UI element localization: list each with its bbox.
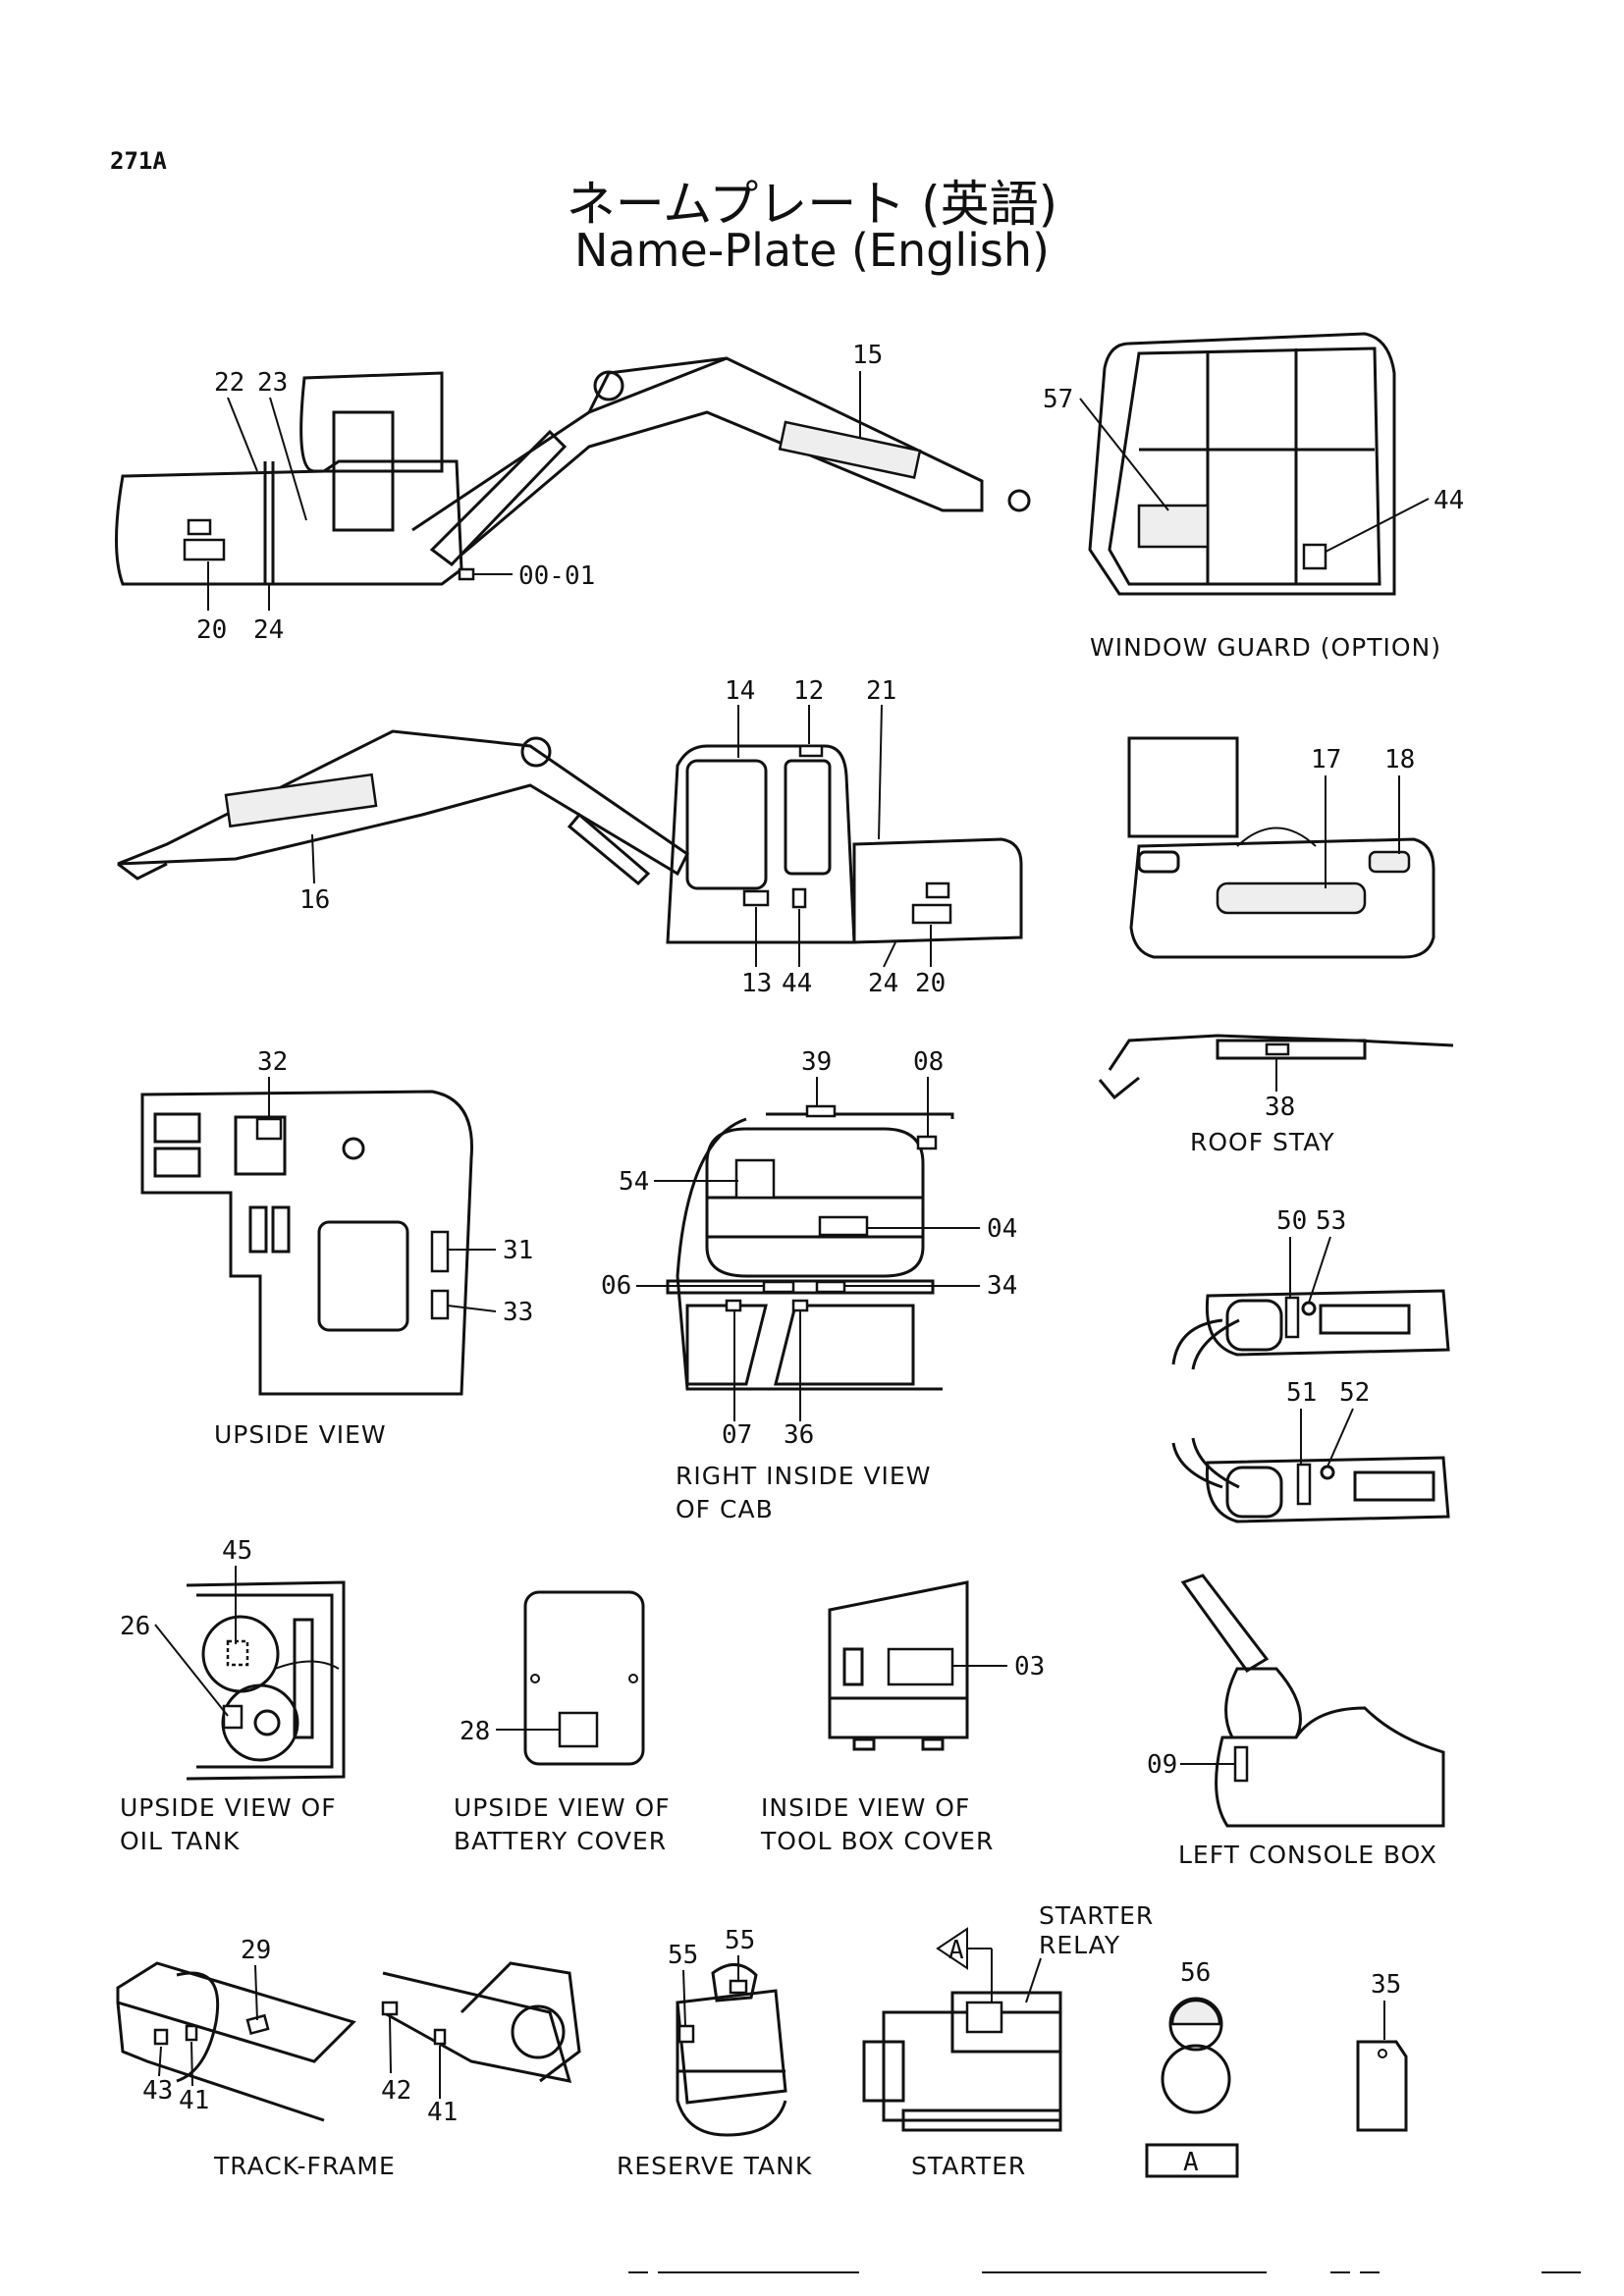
caption-starter: STARTER — [911, 2152, 1026, 2180]
callout-03: 03 — [1014, 1652, 1045, 1682]
callout-38: 38 — [1265, 1093, 1295, 1122]
callout-21: 21 — [866, 676, 896, 706]
callout-36: 36 — [784, 1420, 814, 1450]
callout-20-top: 20 — [196, 615, 227, 645]
callout-53: 53 — [1316, 1206, 1346, 1236]
callout-17: 17 — [1311, 745, 1341, 774]
callout-42: 42 — [381, 2076, 411, 2106]
callout-50: 50 — [1276, 1206, 1307, 1236]
window-guard-view: 57 44 WINDOW GUARD (OPTION) — [1043, 332, 1464, 662]
caption-oil-tank-1: UPSIDE VIEW OF — [120, 1793, 337, 1822]
callout-04: 04 — [987, 1214, 1017, 1244]
reference-a-arrow: A — [948, 1936, 964, 1965]
control-lever-views: 50 53 51 52 — [1171, 1206, 1450, 1523]
callout-29: 29 — [241, 1936, 271, 1965]
callout-32: 32 — [257, 1047, 288, 1077]
callout-55-left: 55 — [668, 1941, 698, 1970]
battery-cover-view: 28 UPSIDE VIEW OF BATTERY COVER — [454, 1590, 671, 1855]
caption-roof-stay: ROOF STAY — [1190, 1128, 1335, 1156]
starter-view: A STARTER RELAY STARTER — [862, 1901, 1154, 2180]
tool-box-cover-view: 03 INSIDE VIEW OF TOOL BOX COVER — [760, 1580, 1045, 1855]
callout-39: 39 — [801, 1047, 832, 1077]
callout-34: 34 — [987, 1271, 1017, 1301]
callout-28: 28 — [460, 1717, 490, 1746]
callout-45: 45 — [222, 1536, 252, 1566]
oil-tank-view: 45 26 UPSIDE VIEW OF OIL TANK — [120, 1536, 346, 1855]
callout-14: 14 — [725, 676, 755, 706]
excavator-left-side-view: 15 22 23 20 24 00-01 — [115, 341, 1031, 645]
callout-00-01: 00-01 — [518, 561, 595, 591]
callout-55-right: 55 — [725, 1926, 755, 1955]
callout-22: 22 — [214, 368, 244, 398]
callout-12: 12 — [793, 676, 824, 706]
callout-23: 23 — [257, 368, 288, 398]
callout-51: 51 — [1286, 1378, 1317, 1408]
callout-09: 09 — [1147, 1750, 1177, 1780]
reference-a-box: A — [1183, 2148, 1199, 2177]
callout-54: 54 — [619, 1167, 649, 1197]
callout-57: 57 — [1043, 385, 1073, 414]
caption-battery-cover-2: BATTERY COVER — [454, 1827, 667, 1855]
callout-35: 35 — [1371, 1970, 1401, 2000]
caption-track-frame: TRACK-FRAME — [213, 2152, 396, 2180]
tag-35-view: 35 — [1356, 1970, 1408, 2132]
callout-56: 56 — [1180, 1958, 1211, 1988]
callout-31: 31 — [503, 1236, 533, 1265]
callout-43: 43 — [142, 2076, 173, 2106]
page-title-japanese: ネームプレート (英語) — [566, 176, 1058, 233]
caption-right-inside-view-1: RIGHT INSIDE VIEW — [676, 1462, 931, 1490]
callout-18: 18 — [1384, 745, 1415, 774]
callout-08: 08 — [913, 1047, 944, 1077]
callout-13: 13 — [741, 969, 772, 998]
callout-33: 33 — [503, 1298, 533, 1327]
callout-52: 52 — [1339, 1378, 1370, 1408]
upside-view: 32 31 33 UPSIDE VIEW — [140, 1047, 533, 1449]
caption-window-guard: WINDOW GUARD (OPTION) — [1090, 633, 1441, 662]
caption-tool-box-1: INSIDE VIEW OF — [761, 1793, 970, 1822]
callout-24-cab: 24 — [868, 969, 898, 998]
caption-reserve-tank: RESERVE TANK — [617, 2152, 812, 2180]
caption-upside-view: UPSIDE VIEW — [214, 1420, 387, 1449]
callout-26: 26 — [120, 1612, 150, 1641]
callout-15: 15 — [852, 341, 883, 370]
caption-battery-cover-1: UPSIDE VIEW OF — [454, 1793, 671, 1822]
caption-tool-box-2: TOOL BOX COVER — [760, 1827, 994, 1855]
callout-07: 07 — [722, 1420, 752, 1450]
caption-left-console-box: LEFT CONSOLE BOX — [1178, 1841, 1437, 1869]
callout-20-cab: 20 — [915, 969, 946, 998]
callout-06: 06 — [601, 1271, 631, 1301]
callout-44-cab: 44 — [782, 969, 812, 998]
caption-oil-tank-2: OIL TANK — [120, 1827, 240, 1855]
callout-41-left: 41 — [179, 2086, 209, 2115]
caption-right-inside-view-2: OF CAB — [676, 1495, 774, 1523]
excavator-right-side-view: 14 12 21 16 13 44 24 20 — [117, 676, 1023, 998]
roof-stay-view: 38 ROOF STAY — [1098, 1034, 1454, 1156]
counterweight-rear-view: 17 18 — [1127, 736, 1435, 959]
page-title-english: Name-Plate (English) — [574, 224, 1050, 277]
track-frame-view: 29 43 41 42 41 TRACK-FRAME — [116, 1936, 581, 2180]
callout-41-right: 41 — [427, 2098, 458, 2127]
reserve-tank-view: 55 55 RESERVE TANK — [617, 1926, 812, 2180]
page-id: 271A — [110, 147, 167, 175]
left-console-box-view: 09 LEFT CONSOLE BOX — [1147, 1574, 1445, 1869]
callout-16: 16 — [299, 885, 330, 915]
label-56-view: 56 A — [1145, 1958, 1239, 2178]
right-inside-view-of-cab: 39 08 54 04 06 34 07 36 RIGHT INSIDE VIE… — [601, 1047, 1017, 1523]
callout-24-top: 24 — [253, 615, 284, 645]
caption-starter-relay-2: RELAY — [1039, 1931, 1120, 1959]
callout-44-guard: 44 — [1434, 486, 1464, 515]
caption-starter-relay-1: STARTER — [1039, 1901, 1154, 1930]
